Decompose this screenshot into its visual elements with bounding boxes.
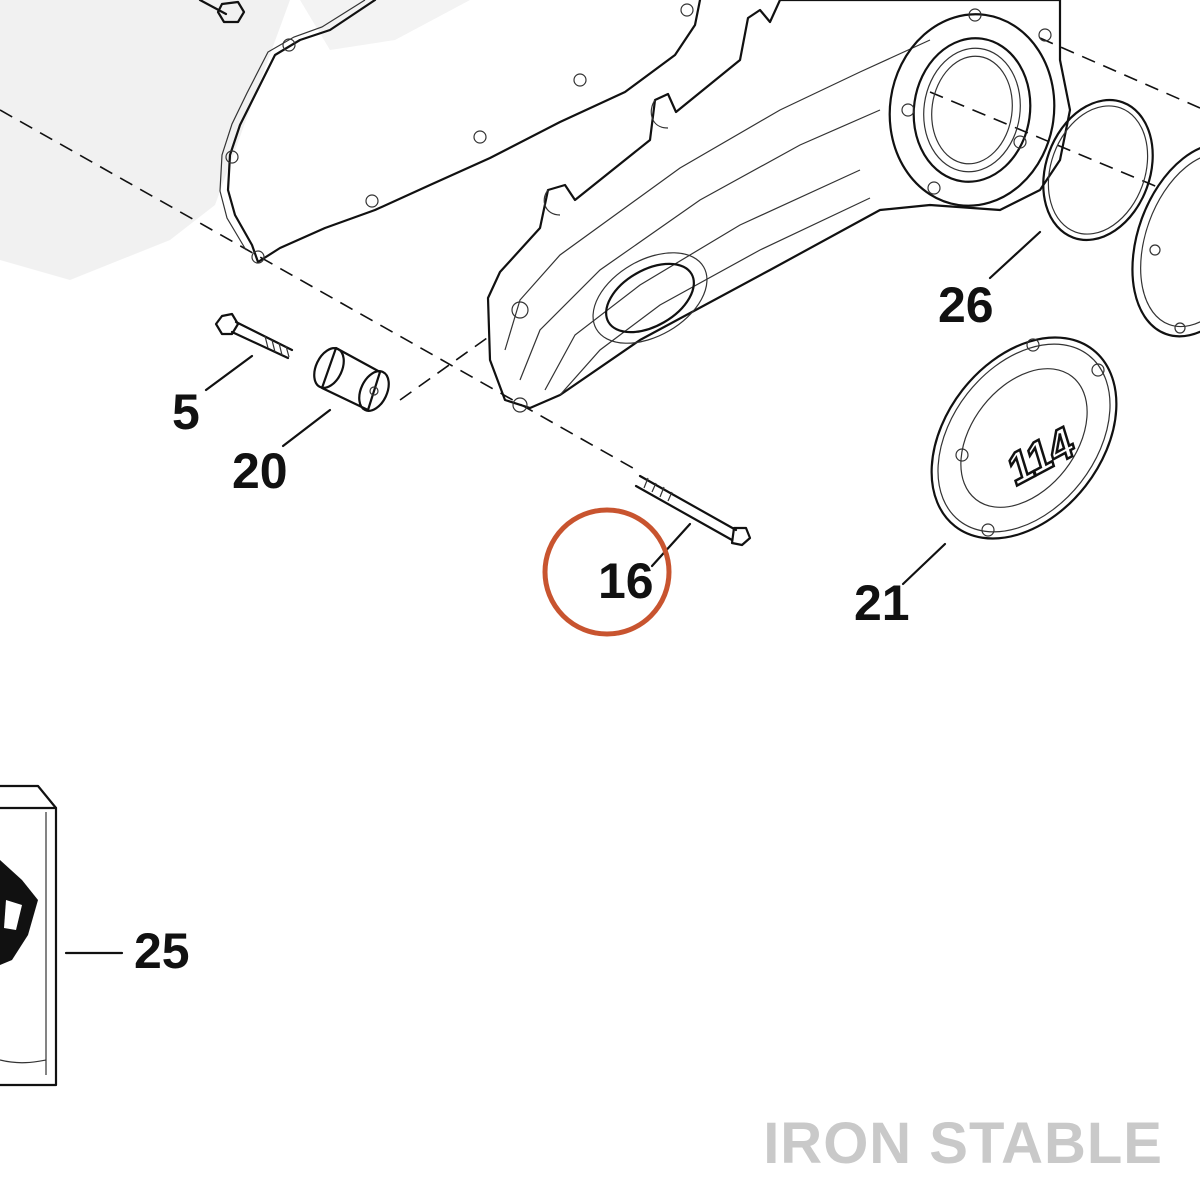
top-bolt [198,0,246,24]
spacer-20 [313,346,390,412]
background-watermark-shape [0,0,470,280]
callout-5: 5 [172,384,200,440]
long-bolt-16 [634,474,752,547]
primary-cover [486,0,1072,413]
callout-20: 20 [232,443,288,499]
derby-cover-emblem: 114 [998,418,1083,494]
primary-gasket [219,0,702,264]
leader-lines [64,230,1042,955]
callout-25: 25 [134,923,190,979]
derby-cover: 114 [930,336,1118,540]
product-package [0,784,58,1087]
bolt-5 [214,312,294,360]
brand-watermark: IRON STABLE [763,1111,1163,1176]
highlight-circle [542,507,672,637]
callout-21: 21 [854,575,910,631]
callout-26: 26 [938,277,994,333]
callout-16: 16 [598,553,654,609]
alignment-dashed-lines [0,37,1200,473]
cover-gasket [1131,142,1200,338]
o-ring [1042,98,1154,242]
